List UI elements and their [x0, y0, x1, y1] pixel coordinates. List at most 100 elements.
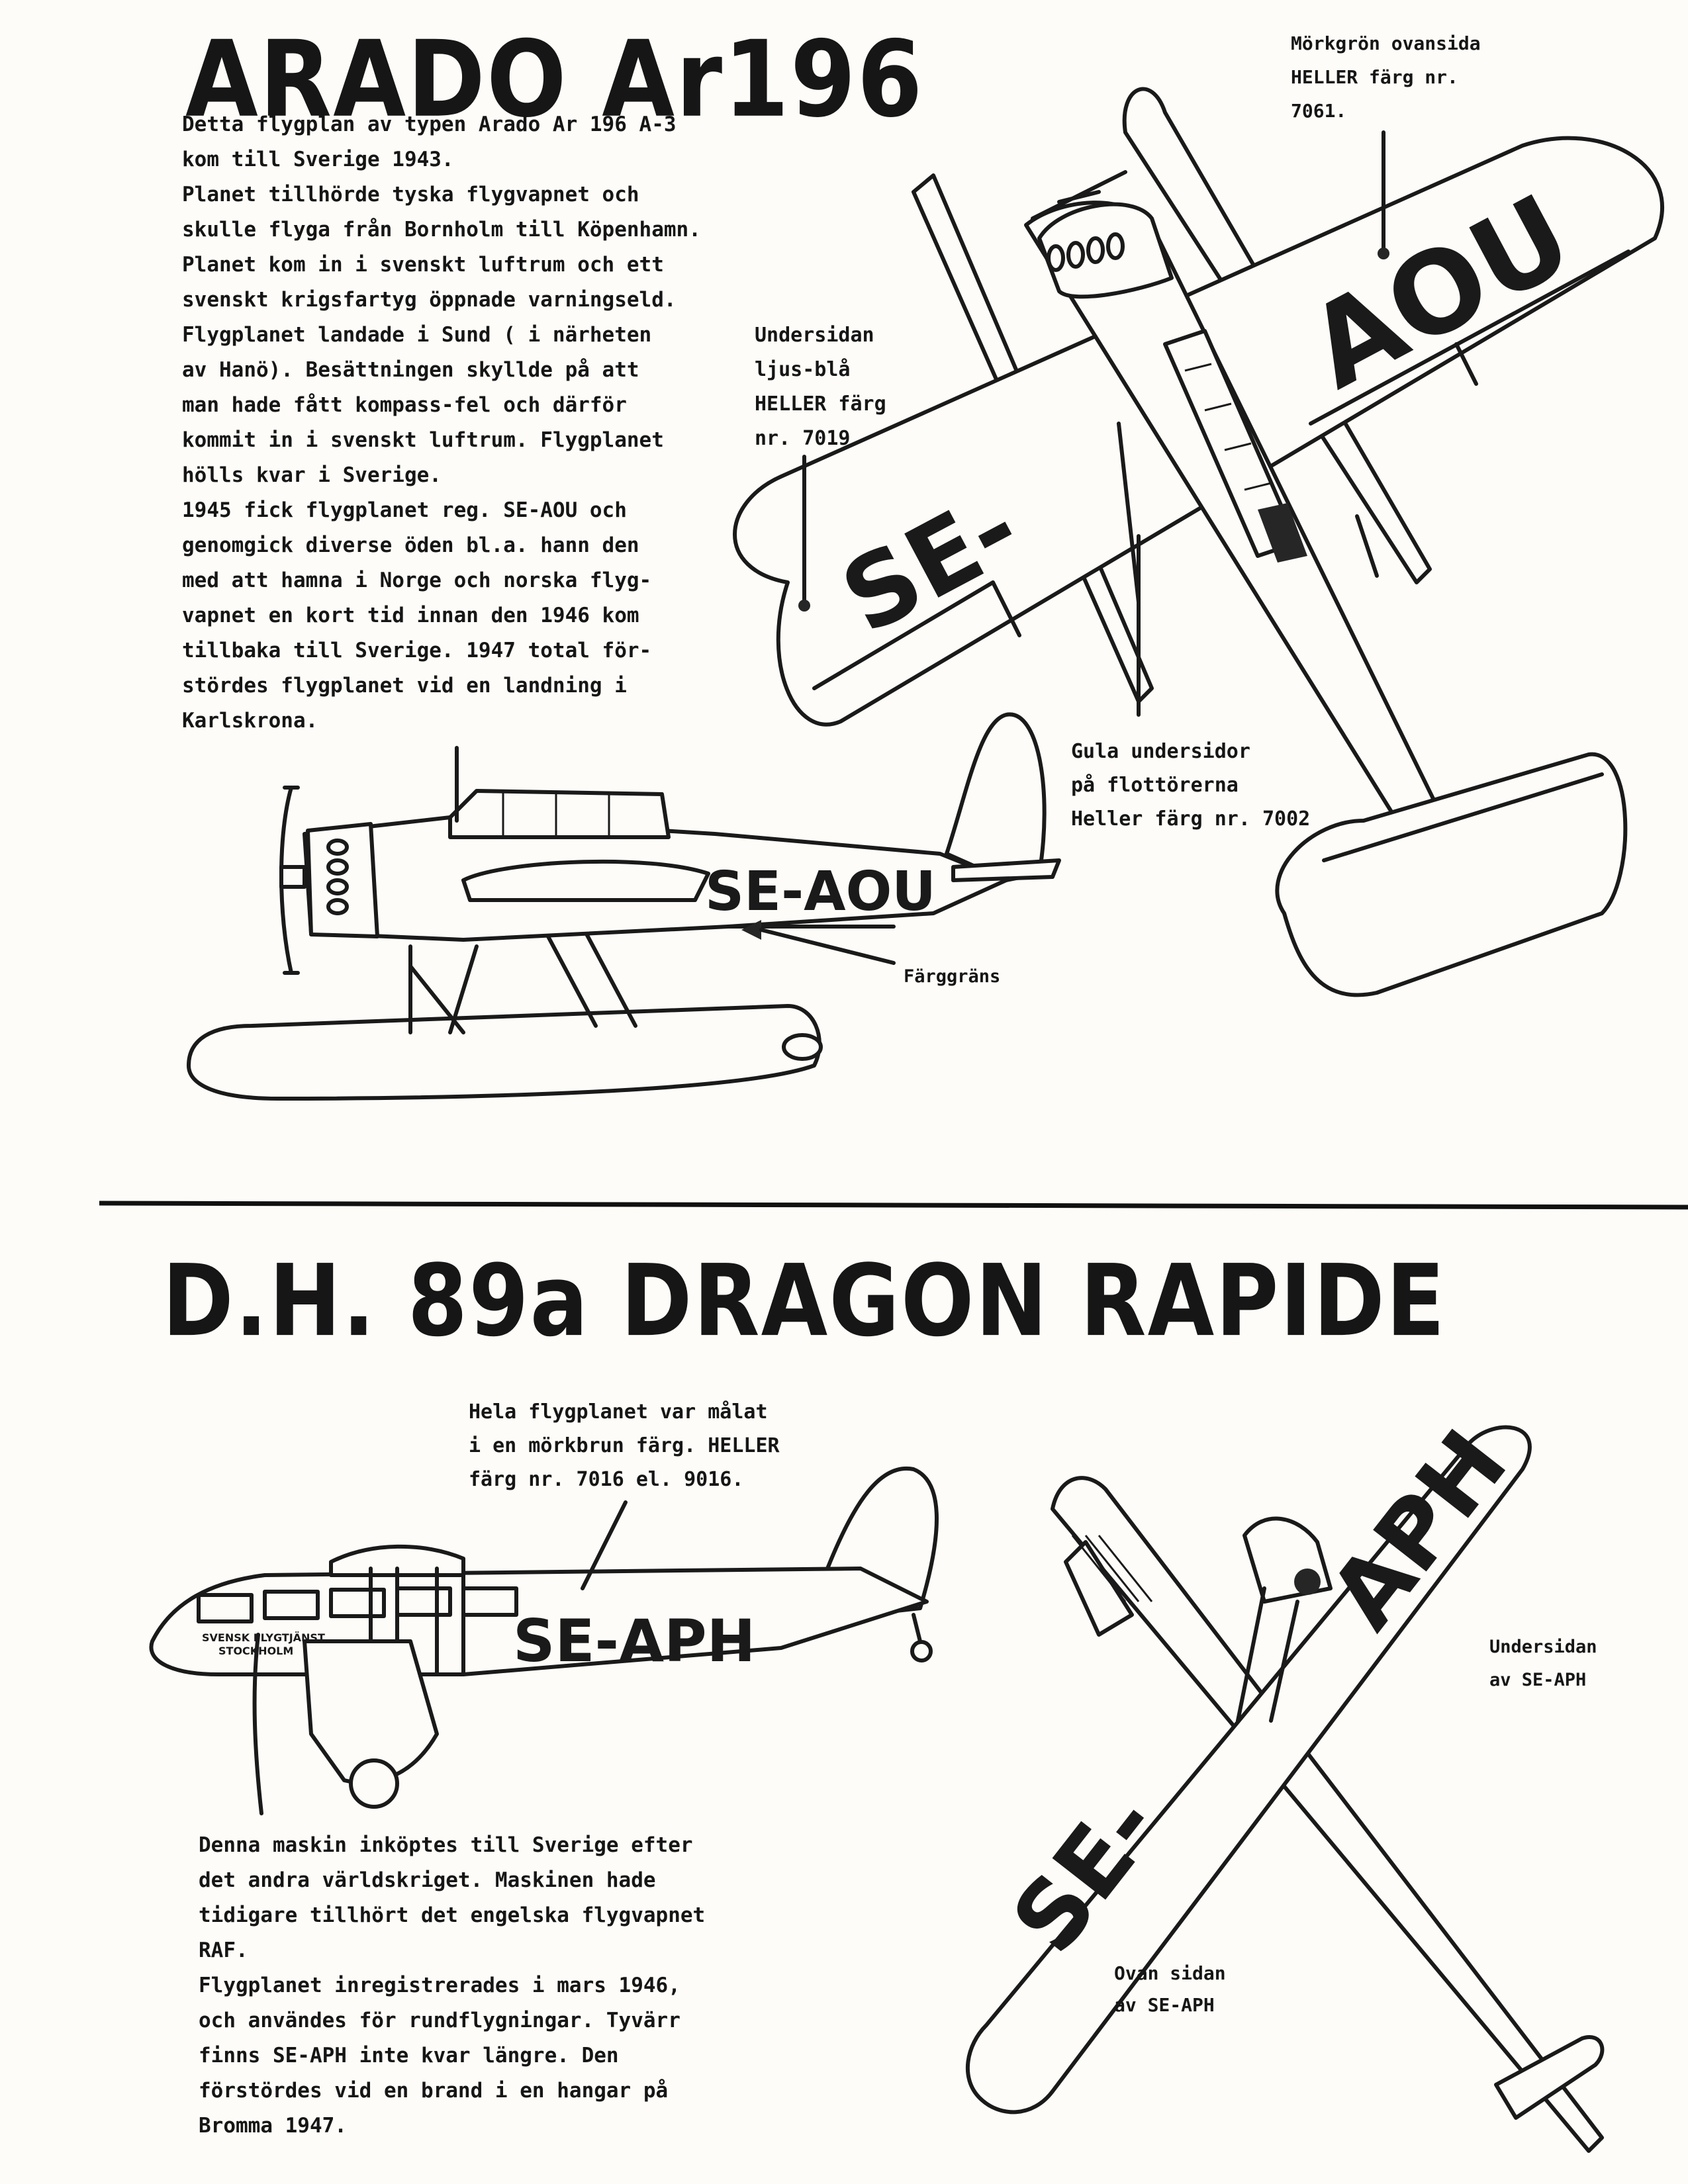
text-line: med att hamna i Norge och norska flyg- [182, 569, 652, 592]
text-line: man hade fått kompass-fel och därför [182, 393, 627, 417]
note-line: av SE-APH [1114, 1994, 1215, 2016]
dragon-top-struts [1236, 1586, 1299, 1723]
dragon-wheel [349, 1758, 399, 1809]
dragon-top-spinner-mark [1294, 1569, 1321, 1595]
arado-note-floats: Gula undersidor på flottörerna Heller fä… [1071, 735, 1310, 836]
arado-pointer-dot [1378, 248, 1389, 259]
arado-wing-chord-line [991, 580, 1021, 637]
arado-side-wing [461, 859, 710, 902]
text-line: skulle flyga från Bornholm till Köpenham… [182, 218, 701, 242]
arado-side-struts [408, 925, 637, 1034]
text-line: svenskt krigsfartyg öppnade varningseld. [182, 288, 677, 312]
note-line: 7061. [1291, 100, 1347, 122]
text-line: vapnet en kort tid innan den 1946 kom [182, 604, 639, 627]
arado-title: ARADO Ar196 [185, 19, 924, 141]
text-line: RAF. [199, 1938, 248, 1962]
dragon-side-view: SVENSK FLYGTJÄNST STOCKHOLM SE-APH [149, 1466, 939, 1815]
dragon-side-reg: SE-APH [513, 1607, 755, 1675]
arado-side-view: SE-AOU [187, 712, 1061, 1101]
dragon-title: D.H. 89a DRAGON RAPIDE [162, 1243, 1446, 1359]
arado-cowling [1037, 202, 1174, 299]
note-line: på flottörerna [1071, 774, 1239, 797]
dragon-tail-strut [912, 1613, 922, 1643]
arado-wing-panel-line [812, 250, 1630, 690]
arado-side-reg: SE-AOU [705, 860, 936, 923]
arado-note-underside: Undersidan ljus-blå HELLER färg nr. 7019 [755, 318, 886, 456]
dragon-note-color: Hela flygplanet var målat i en mörkbrun … [469, 1395, 780, 1496]
arado-boundary-pointer [759, 928, 896, 965]
text-line: kommit in i svenskt luftrum. Flygplanet [182, 428, 664, 452]
arado-cockpit-marking [1258, 503, 1307, 563]
text-line: tillbaka till Sverige. 1947 total för- [182, 639, 652, 662]
dragon-propeller [252, 1633, 263, 1815]
arado-side-tailplane [951, 858, 1061, 882]
dragon-cabin-windows [197, 1586, 518, 1623]
note-line: HELLER färg [755, 392, 886, 416]
arado-pointer-dot [798, 600, 810, 612]
note-line: Heller färg nr. 7002 [1071, 807, 1311, 831]
text-line: stördes flygplanet vid en landning i [182, 674, 627, 698]
arado-strut [1117, 422, 1141, 604]
arado-side-spinner [279, 865, 306, 889]
text-line: finns SE-APH inte kvar längre. Den [199, 2044, 619, 2068]
dragon-description: Denna maskin inköptes till Sverige efter… [199, 1828, 705, 2144]
note-line: Undersidan [755, 324, 874, 347]
arado-cowling-vents [1047, 232, 1125, 272]
arado-note-boundary: Färggräns [904, 966, 1001, 987]
note-line: HELLER färg nr. [1291, 66, 1458, 88]
note-line: Ovan sidan [1114, 1962, 1226, 1984]
dragon-upper-wing [329, 1544, 465, 1577]
dragon-top-tailplane [1494, 2035, 1605, 2120]
text-line: 1945 fick flygplanet reg. SE-AOU och [182, 498, 627, 522]
arado-side-tail-fin [945, 712, 1047, 882]
text-line: det andra världskriget. Maskinen hade [199, 1868, 656, 1892]
note-line: Undersidan [1489, 1637, 1597, 1657]
dragon-tail-wheel [910, 1640, 933, 1662]
arado-strut [1355, 514, 1379, 578]
arado-tailplane [1275, 752, 1628, 997]
note-line: i en mörkbrun färg. HELLER [469, 1434, 780, 1457]
text-line: av Hanö). Besättningen skyllde på att [182, 358, 639, 382]
arado-top-view: SE- AOU [733, 87, 1664, 997]
arado-side-float-step [782, 1033, 823, 1061]
arado-side-exhausts [326, 839, 349, 915]
text-line: hölls kvar i Sverige. [182, 463, 442, 487]
text-line: genomgick diverse öden bl.a. hann den [182, 533, 639, 557]
dragon-fuselage-lettering: STOCKHOLM [218, 1645, 293, 1657]
dragon-note-topside: Ovan sidan av SE-APH [1114, 1958, 1226, 2021]
dragon-pointer-brown [581, 1500, 628, 1590]
dragon-fuselage-lettering: SVENSK FLYGTJÄNST [202, 1631, 325, 1644]
arado-side-float [187, 1004, 821, 1101]
arado-note-upperside: Mörkgrön ovansida HELLER färg nr. 7061. [1291, 26, 1481, 128]
note-line: ljus-blå [755, 358, 851, 381]
arado-tailplane-line [1322, 772, 1604, 862]
dragon-top-wing [965, 1425, 1532, 2115]
text-line: Flygplanet inregistrerades i mars 1946, [199, 1974, 680, 1997]
text-line: kom till Sverige 1943. [182, 148, 454, 171]
arado-side-canopy-frames [502, 793, 610, 837]
text-line: Planet tillhörde tyska flygvapnet och [182, 183, 639, 206]
text-line: Planet kom in i svenskt luftrum och ett [182, 253, 664, 277]
text-line: Bromma 1947. [199, 2114, 347, 2138]
dragon-top-cockpit [1071, 1535, 1153, 1602]
note-line: nr. 7019 [755, 427, 851, 450]
note-line: Mörkgrön ovansida [1291, 32, 1481, 54]
dragon-top-view: APH SE- [965, 1411, 1605, 2153]
section-divider [99, 1201, 1688, 1210]
text-line: och användes för rundflygningar. Tyvärr [199, 2009, 680, 2032]
dragon-top-fuselage [1051, 1476, 1604, 2153]
arado-canopy-frames [1184, 363, 1272, 491]
text-line: tidigare tillhört det engelska flygvapne… [199, 1903, 706, 1927]
text-line: Detta flygplan av typen Arado Ar 196 A-3 [182, 113, 677, 136]
text-line: Denna maskin inköptes till Sverige efter [199, 1833, 693, 1857]
note-line: av SE-APH [1489, 1670, 1587, 1690]
text-line: förstördes vid en brand i en hangar på [199, 2079, 669, 2103]
note-line: Hela flygplanet var målat [469, 1400, 768, 1424]
text-line: Flygplanet landade i Sund ( i närheten [182, 323, 652, 347]
dragon-note-underside: Undersidan av SE-APH [1489, 1631, 1597, 1697]
dragon-struts [369, 1567, 465, 1696]
note-line: färg nr. 7016 el. 9016. [469, 1468, 744, 1491]
arado-boundary-arrow [741, 920, 761, 940]
arado-side-canopy [448, 789, 671, 839]
